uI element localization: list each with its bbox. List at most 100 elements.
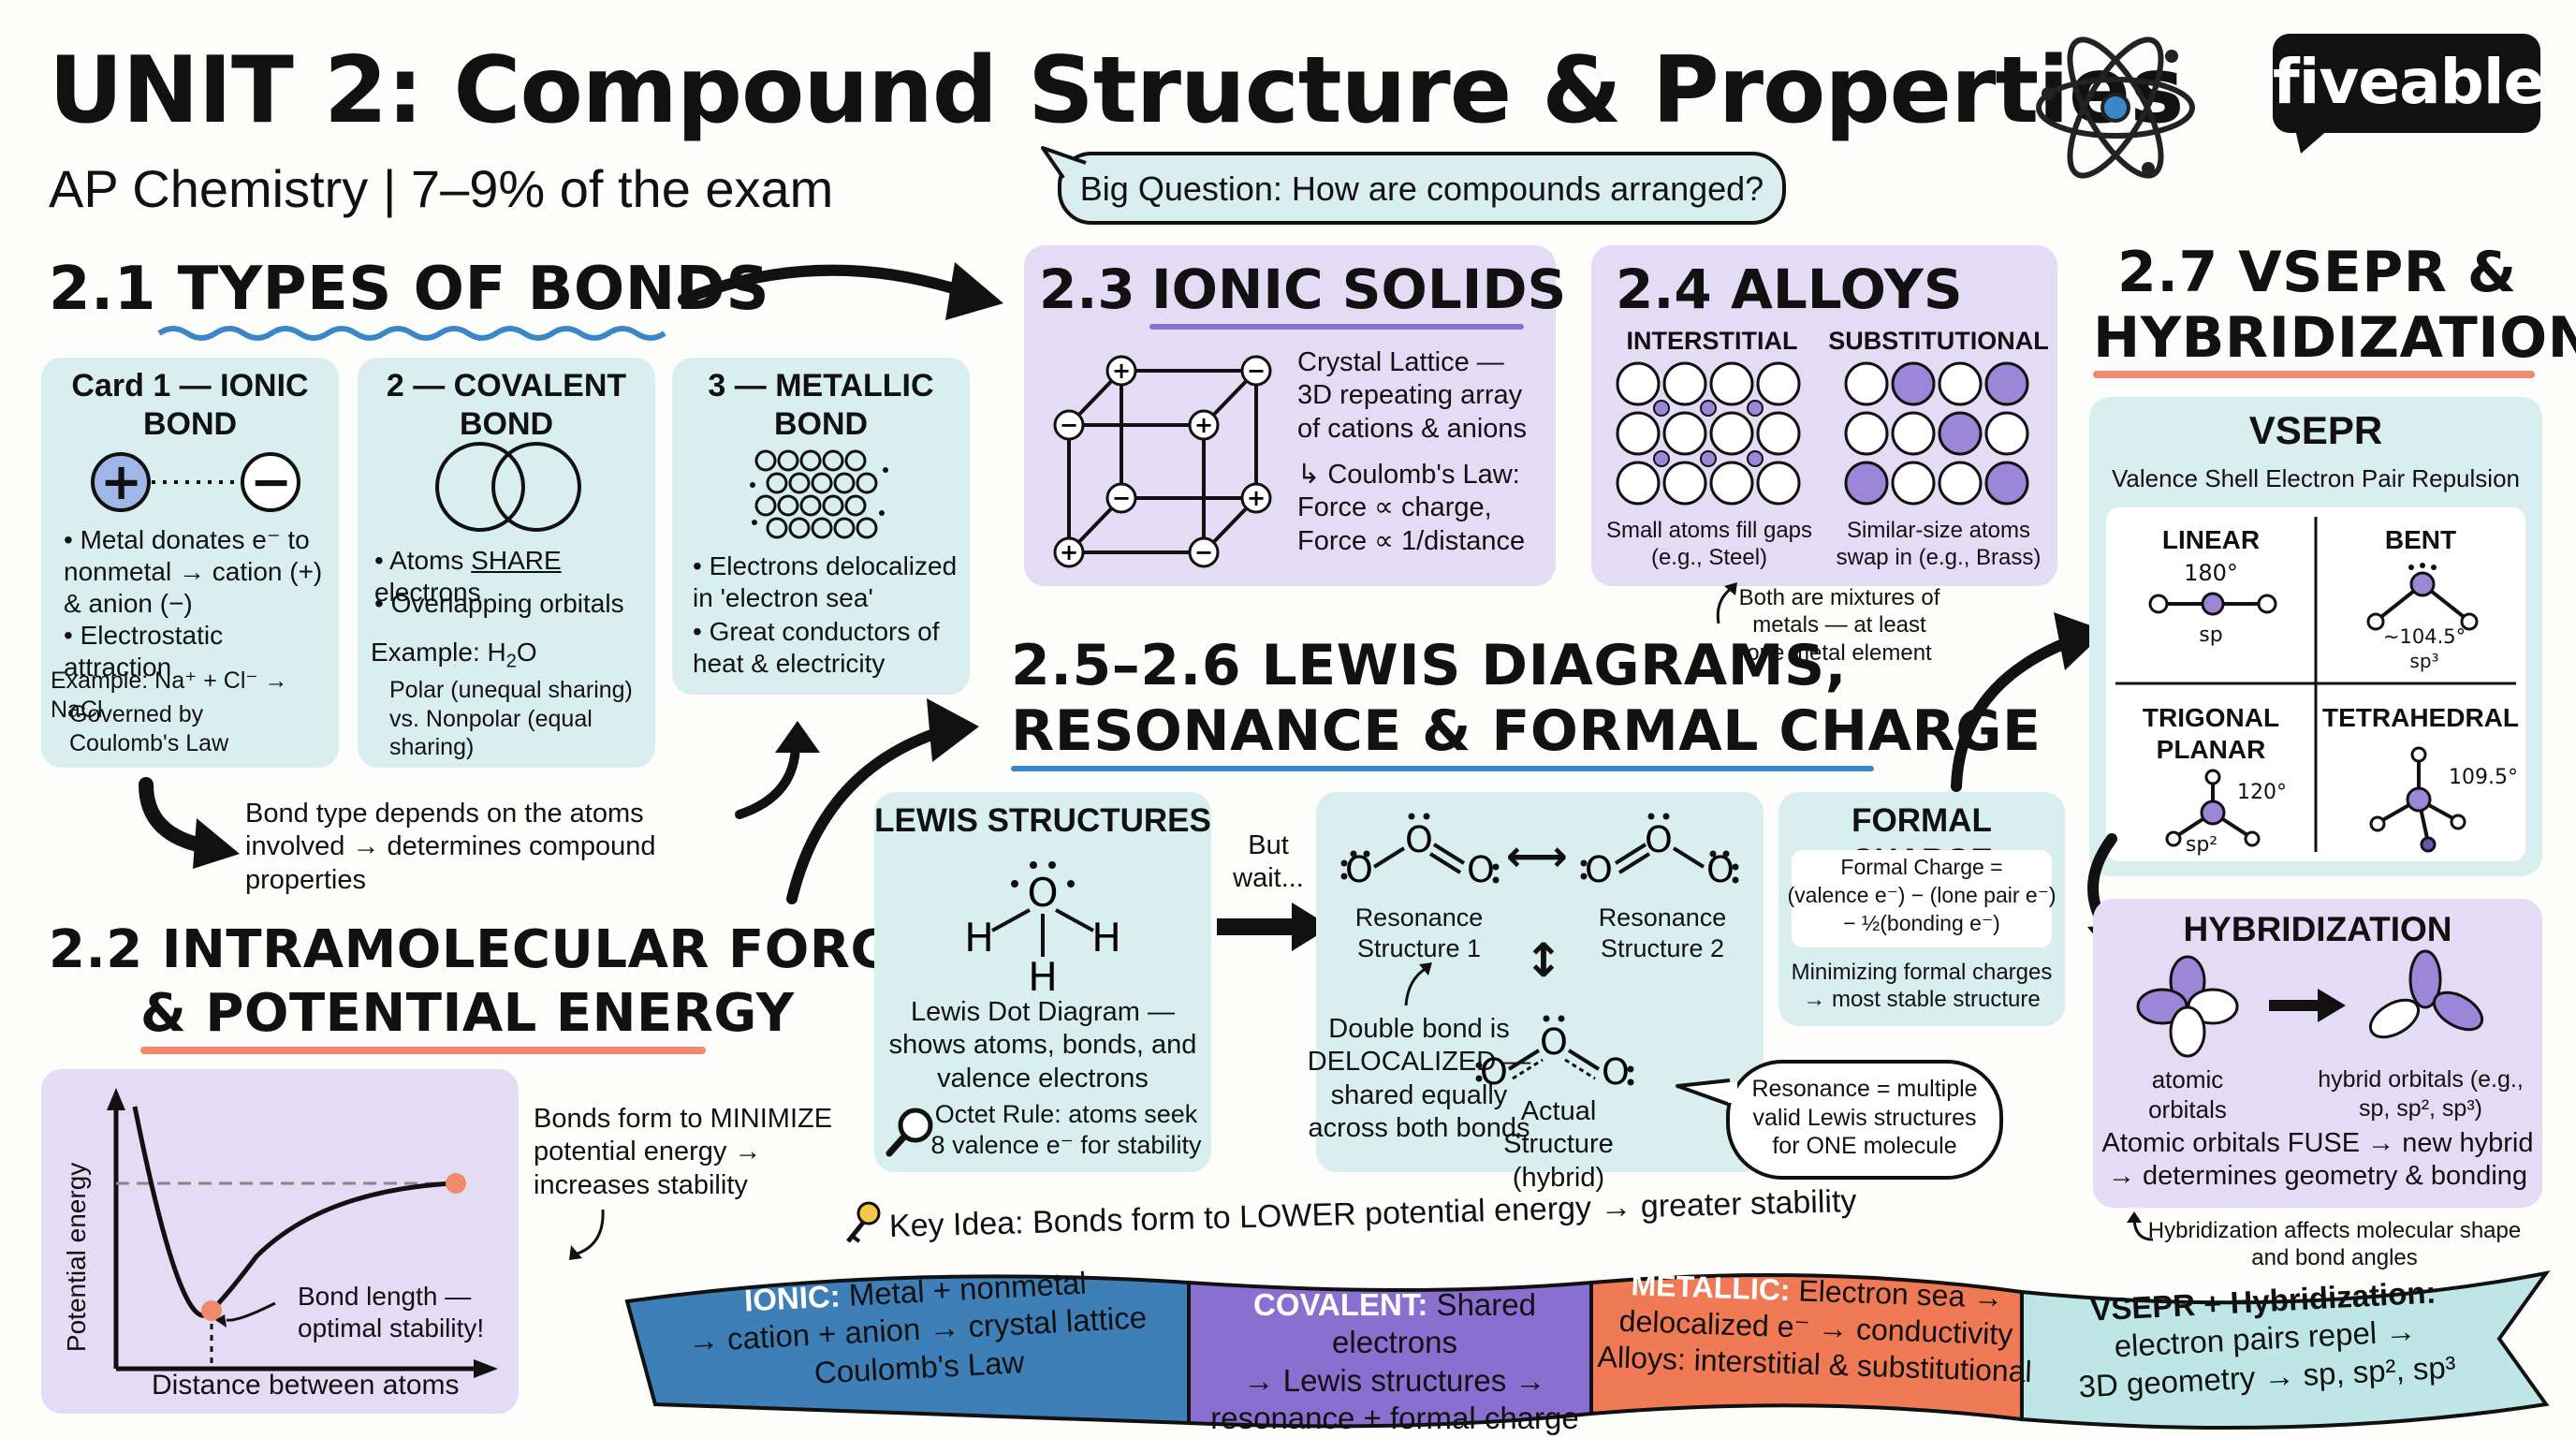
section-2-5-title-1: 2.5–2.6 LEWIS DIAGRAMS, [1011, 633, 1847, 698]
minimize-arrow [569, 1209, 605, 1260]
ion-pair-icon [91, 452, 300, 512]
covalent-example-sub: 2 [505, 651, 517, 672]
svg-text:+: + [1112, 358, 1131, 384]
svg-text:H: H [964, 915, 994, 961]
fc-note: Minimizing formal charges → most stable … [1791, 960, 2053, 1013]
covalent-b1-pre: • Atoms [374, 546, 472, 575]
linear-hyb: sp [2199, 624, 2223, 647]
banner-vsepr: VSEPR + Hybridization: electron pairs re… [2038, 1271, 2493, 1408]
svg-text:−: − [1060, 412, 1078, 438]
section-2-7-title-2: HYBRIDIZATION [2093, 305, 2576, 371]
tetrahedral-molecule [2369, 746, 2466, 853]
ionic-example: Example: Na⁺ + Cl⁻ → NaCl [51, 668, 288, 723]
bent-hyb: sp³ [2409, 650, 2439, 672]
vsepr-grid-lines [2115, 517, 2516, 852]
hyb-note-arrow [2127, 1211, 2154, 1241]
section-2-4-title: 2.4 ALLOYS [1616, 257, 1963, 321]
section-2-3-num: 2.3 [1039, 257, 1135, 321]
trigonal-molecule [2165, 769, 2261, 847]
trigonal-label: TRIGONAL PLANAR [2142, 703, 2280, 765]
interstitial-label: INTERSTITIAL [1626, 327, 1798, 355]
hybrid-orbitals-label: hybrid orbitals (e.g., sp, sp², sp³) [2318, 1066, 2524, 1122]
fc-formula-1: Formal Charge = [1840, 855, 2003, 879]
svg-text:+: + [1060, 539, 1078, 565]
substitutional-diagram [1844, 361, 2029, 506]
svg-text:−: − [1112, 485, 1131, 511]
bent-angle: ~104.5° [2382, 625, 2466, 648]
trigonal-hyb: sp² [2185, 833, 2218, 857]
card-metallic-bond: 3 — METALLIC BOND • Electrons delocalize… [672, 358, 970, 695]
svg-text:O: O [1645, 819, 1673, 860]
section-2-3-underline [1149, 324, 1524, 330]
key-icon [846, 1201, 881, 1243]
section-2-5-title-2: RESONANCE & FORMAL CHARGE [1011, 698, 2042, 764]
section-2-7-title-1: 2.7 VSEPR & [2117, 240, 2517, 305]
fiveable-logo: fiveable [2273, 34, 2545, 133]
resonance-bubble-text: Resonance = multiple valid Lewis structu… [1751, 1076, 1978, 1159]
banner-cov-line3: resonance + formal charge [1210, 1400, 1579, 1435]
substitutional-caption: Similar-size atoms swap in (e.g., Brass) [1836, 518, 2042, 571]
resonance-structure-2: OOO [1580, 813, 1739, 890]
covalent-example: Example: H2O [371, 637, 651, 673]
bond-length-label: Bond length — optimal stability! [298, 1282, 485, 1343]
banner-ionic-label: IONIC: [743, 1278, 842, 1318]
resonance-bubble-tail [1676, 1078, 1737, 1107]
lattice-description: Crystal Lattice — 3D repeating array of … [1297, 347, 1528, 444]
card-ionic-bond: Card 1 — IONIC BOND + − • Metal donates … [41, 358, 339, 768]
alloy-note: Both are mixtures of metals — at least o… [1738, 585, 1940, 666]
delocalized-text: Double bond is DELOCALIZED — shared equa… [1307, 1014, 1531, 1144]
covalent-b1-post: electrons [374, 578, 481, 608]
lewis-title: LEWIS STRUCTURES [874, 802, 1211, 839]
coulomb-law: ↳ Coulomb's Law: Force ∝ charge, Force ∝… [1297, 460, 1526, 556]
covalent-example-o: O [516, 638, 537, 667]
key-idea: Key Idea: Bonds form to LOWER potential … [888, 1182, 1857, 1244]
svg-text:−: − [1247, 358, 1266, 384]
page-title: UNIT 2: Compound Structure & Properties [49, 37, 2185, 144]
svg-text:O: O [1027, 870, 1058, 916]
resonance-arrow: ⟷ [1506, 830, 1568, 881]
metallic-bullet-1: • Electrons delocalized in 'electron sea… [693, 551, 958, 613]
banner-cov-rest: Shared electrons [1332, 1287, 1536, 1360]
atomic-orbitals-label: atomic orbitals [2148, 1065, 2227, 1123]
actual-structure: OOO [1475, 1015, 1634, 1093]
svg-text:+: + [1194, 412, 1213, 438]
bond-type-note: Bond type depends on the atoms involved … [245, 799, 656, 895]
atomic-orbitals-icon [2136, 955, 2239, 1058]
atom-icon [2036, 37, 2195, 179]
but-wait-arrow [1217, 902, 1331, 951]
section-2-1-title: 2.1 TYPES OF BONDS [49, 255, 770, 324]
potential-energy-card: Potential energy Distance between atoms … [41, 1069, 519, 1414]
tetrahedral-angle: 109.5° [2449, 766, 2518, 789]
svg-text:+: + [1247, 485, 1266, 511]
overlapping-orbitals-icon [435, 442, 581, 532]
banner-met-label: METALLIC: [1631, 1268, 1792, 1308]
hybridization-title: HYBRIDIZATION [2183, 910, 2452, 948]
vsepr-card: VSEPR Valence Shell Electron Pair Repuls… [2089, 397, 2542, 876]
banner-cov-label: COVALENT: [1253, 1287, 1428, 1322]
trigonal-angle: 120° [2237, 781, 2287, 804]
card-ionic-title: Card 1 — IONIC BOND [71, 368, 309, 443]
section-2-5-underline [1011, 766, 1874, 771]
minus-sign: − [250, 452, 293, 511]
card-covalent-bond: 2 — COVALENT BOND • Atoms SHARE electron… [358, 358, 655, 768]
metallic-bullet-2: • Great conductors of heat & electricity [693, 617, 940, 679]
substitutional-label: SUBSTITUTIONAL [1828, 327, 2049, 355]
linear-angle: 180° [2184, 560, 2238, 586]
arrow-to-lewis [786, 698, 979, 904]
actual-structure-label: Actual Structure (hybrid) [1503, 1096, 1614, 1193]
hybridization-card: HYBRIDIZATION atomic orbitals hybrid orb… [2093, 899, 2542, 1208]
covalent-bullet-1: • Atoms SHARE electrons [374, 545, 655, 609]
linear-molecule [2148, 592, 2277, 616]
resonance-2-label: Resonance Structure 2 [1598, 903, 1727, 962]
y-axis-label: Potential energy [61, 1162, 91, 1353]
resonance-structure-1: OOO [1340, 813, 1500, 890]
formal-charge-card: FORMAL CHARGE Formal Charge = (valence e… [1778, 792, 2065, 1026]
resonance-vertical-arrow: ↕ [1524, 933, 1563, 988]
alloy-note-arrow [1716, 582, 1737, 624]
svg-text:H: H [1091, 915, 1121, 961]
big-question-text: Big Question: How are compounds arranged… [1079, 169, 1764, 208]
section-2-3-text: IONIC SOLIDS [1151, 257, 1567, 321]
ionic-bullet-1: • Metal donates e⁻ to nonmetal → cation … [64, 525, 323, 619]
